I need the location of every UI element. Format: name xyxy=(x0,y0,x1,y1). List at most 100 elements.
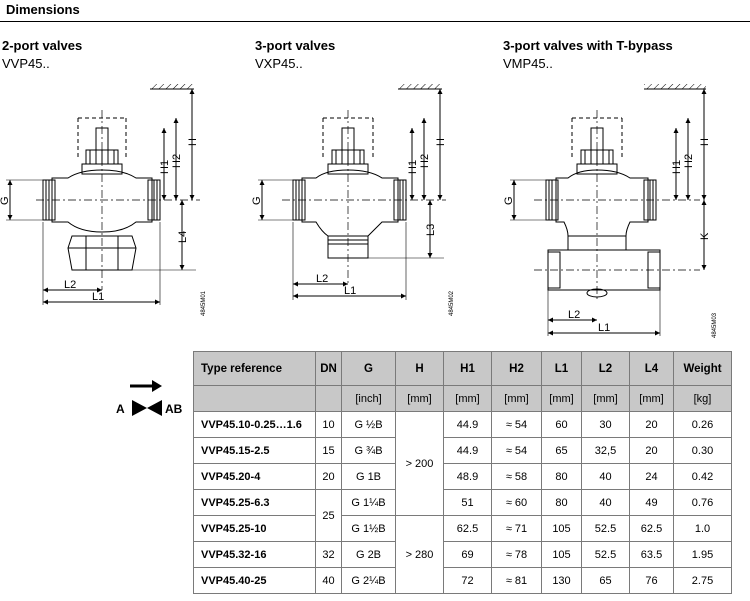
h1-cell: 44.9 xyxy=(443,437,492,464)
dn-cell: 10 xyxy=(315,411,342,438)
drawing-code-2port: 4845M01 xyxy=(201,290,207,316)
variant-title-tbypass: 3-port valves with T-bypass xyxy=(503,38,673,53)
dim-label-H-tbypass: H xyxy=(699,138,711,146)
l2-cell: 32,5 xyxy=(581,437,630,464)
l1-cell: 80 xyxy=(541,489,582,516)
port-a-label: A xyxy=(116,402,125,416)
g-cell: G 1½B xyxy=(341,515,396,542)
l2-cell: 65 xyxy=(581,567,630,594)
valve-triangle-left-icon xyxy=(132,400,147,416)
dim-label-G: G xyxy=(0,196,11,205)
h2-cell: ≈ 81 xyxy=(491,567,542,594)
unit-cell: [mm] xyxy=(541,385,582,412)
weight-cell: 2.75 xyxy=(673,567,732,594)
dn-cell: 20 xyxy=(315,463,342,490)
title-divider xyxy=(0,21,750,22)
g-cell: G 1¼B xyxy=(341,489,396,516)
g-cell: G ¾B xyxy=(341,437,396,464)
h2-cell: ≈ 54 xyxy=(491,411,542,438)
l1-cell: 65 xyxy=(541,437,582,464)
variant-model-3port: VXP45.. xyxy=(255,56,303,71)
valve-drawings: H H2 H1 L4 G L2 L1 4845M01 xyxy=(0,84,718,338)
col-header-weight: Weight xyxy=(673,351,732,386)
unit-cell: [mm] xyxy=(581,385,630,412)
unit-cell: [mm] xyxy=(395,385,444,412)
dim-label-L2: L2 xyxy=(64,279,76,291)
dim-label-L2-tbypass: L2 xyxy=(568,309,580,321)
dn-cell: 40 xyxy=(315,567,342,594)
dim-label-L4: L4 xyxy=(177,231,189,243)
l4-cell: 49 xyxy=(629,489,674,516)
col-header-l1: L1 xyxy=(541,351,582,386)
l1-cell: 105 xyxy=(541,541,582,568)
table-row: VVP45.25-6.3 25 G 1¼B 51 ≈ 60 80 40 49 0… xyxy=(193,489,732,542)
g-cell: G ½B xyxy=(341,411,396,438)
type-reference-cell: VVP45.32-16 xyxy=(193,541,316,568)
h-cell: > 200 xyxy=(395,411,444,516)
flow-direction-symbol: A AB xyxy=(116,380,183,416)
type-reference-cell: VVP45.15-2.5 xyxy=(193,437,316,464)
l1-cell: 80 xyxy=(541,463,582,490)
col-header-h1: H1 xyxy=(443,351,492,386)
col-header-dn: DN xyxy=(315,351,342,386)
weight-cell: 0.76 xyxy=(673,489,732,516)
dimension-table: Type reference DN G H H1 H2 L1 L2 L4 Wei… xyxy=(193,351,732,594)
dim-label-L2-3port: L2 xyxy=(316,273,328,285)
h1-cell: 72 xyxy=(443,567,492,594)
dim-label-L1-tbypass: L1 xyxy=(598,322,610,334)
type-reference-cell: VVP45.25-6.3 xyxy=(193,489,316,516)
l1-cell: 105 xyxy=(541,515,582,542)
section-title: Dimensions xyxy=(6,2,80,17)
l1-cell: 130 xyxy=(541,567,582,594)
dim-label-H1: H1 xyxy=(159,160,171,174)
col-header-g: G xyxy=(341,351,396,386)
h2-cell: ≈ 78 xyxy=(491,541,542,568)
drawing-code-tbypass: 4845M03 xyxy=(712,312,718,338)
weight-cell: 1.95 xyxy=(673,541,732,568)
l2-cell: 40 xyxy=(581,489,630,516)
unit-cell: [mm] xyxy=(629,385,674,412)
unit-cell: [inch] xyxy=(341,385,396,412)
h2-cell: ≈ 54 xyxy=(491,437,542,464)
col-header-l4: L4 xyxy=(629,351,674,386)
dim-label-L1-3port: L1 xyxy=(344,285,356,297)
l2-cell: 52.5 xyxy=(581,541,630,568)
dn-cell: 25 xyxy=(315,489,342,542)
dim-label-H1-3port: H1 xyxy=(407,160,419,174)
dim-label-H: H xyxy=(187,138,199,146)
table-header-row: Type reference DN G H H1 H2 L1 L2 L4 Wei… xyxy=(193,351,732,386)
weight-cell: 0.42 xyxy=(673,463,732,490)
dn-cell: 15 xyxy=(315,437,342,464)
h1-cell: 44.9 xyxy=(443,411,492,438)
table-row: VVP45.25-10 G 1½B > 280 62.5 ≈ 71 105 52… xyxy=(193,515,732,594)
h1-cell: 69 xyxy=(443,541,492,568)
unit-cell xyxy=(193,385,316,412)
l1-cell: 60 xyxy=(541,411,582,438)
variant-title-2port: 2-port valves xyxy=(2,38,83,53)
weight-cell: 0.26 xyxy=(673,411,732,438)
col-header-l2: L2 xyxy=(581,351,630,386)
l4-cell: 62.5 xyxy=(629,515,674,542)
type-reference-cell: VVP45.20-4 xyxy=(193,463,316,490)
dim-label-K: K xyxy=(699,232,711,240)
dim-label-H2: H2 xyxy=(171,154,183,168)
dim-label-G-tbypass: G xyxy=(503,196,515,205)
valve-triangle-right-icon xyxy=(147,400,162,416)
table-row: VVP45.40-25 40 G 2¼B 72 ≈ 81 130 65 76 2… xyxy=(193,567,732,594)
port-ab-label: AB xyxy=(165,402,183,416)
dim-label-L3: L3 xyxy=(425,224,437,236)
variant-title-3port: 3-port valves xyxy=(255,38,336,53)
type-reference-cell: VVP45.10-0.25…1.6 xyxy=(193,411,316,438)
drawing-code-3port: 4845M02 xyxy=(449,290,455,316)
drawing-3port xyxy=(258,84,446,300)
ceiling-hatch xyxy=(150,84,194,89)
weight-cell: 1.0 xyxy=(673,515,732,542)
weight-cell: 0.30 xyxy=(673,437,732,464)
dim-label-H2-tbypass: H2 xyxy=(683,154,695,168)
h-cell: > 280 xyxy=(395,515,444,594)
table-row: VVP45.10-0.25…1.6 10 G ½B > 200 44.9 ≈ 5… xyxy=(193,411,732,516)
h1-cell: 48.9 xyxy=(443,463,492,490)
variant-model-tbypass: VMP45.. xyxy=(503,56,553,71)
h2-cell: ≈ 60 xyxy=(491,489,542,516)
g-cell: G 2¼B xyxy=(341,567,396,594)
